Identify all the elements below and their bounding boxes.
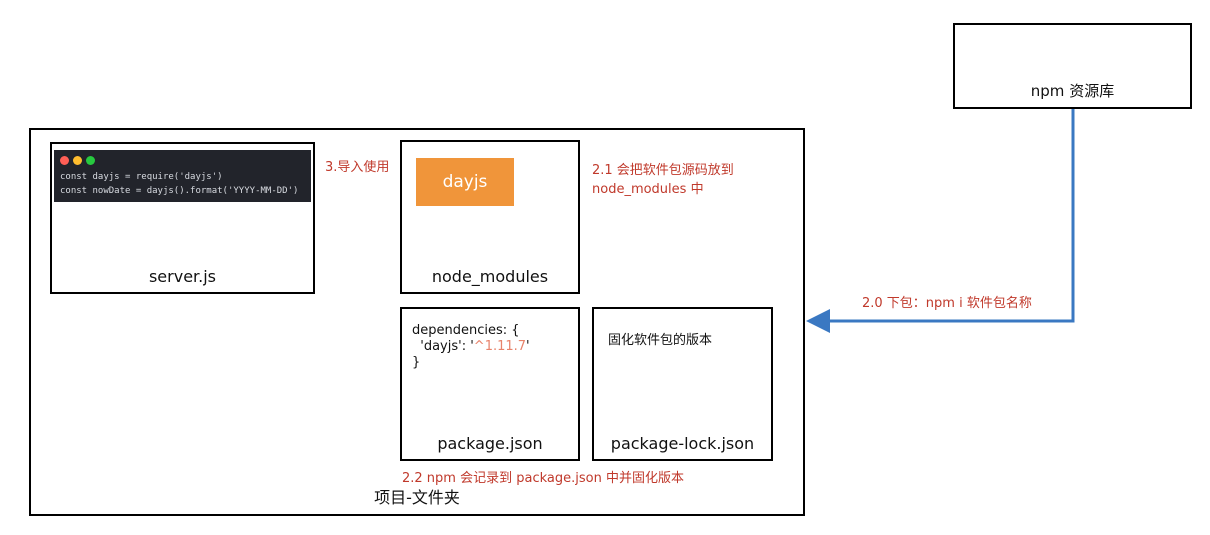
npm-registry-label: npm 资源库 — [1030, 82, 1115, 100]
minimize-dot-icon — [73, 156, 82, 165]
deps-close: } — [412, 355, 421, 370]
download-annotation: 2.0 下包：npm i 软件包名称 — [862, 296, 1032, 311]
import-annotation: 3.导入使用 — [325, 160, 390, 175]
project-folder-label: 项目-文件夹 — [374, 488, 460, 507]
code-line-require: const dayjs = require('dayjs') — [60, 172, 223, 182]
record-annotation: 2.2 npm 会记录到 package.json 中并固化版本 — [402, 471, 684, 486]
put-annotation-line1: 2.1 会把软件包源码放到 — [592, 163, 734, 178]
deps-version: ^1.11.7 — [473, 339, 527, 354]
server-js-file: const dayjs = require('dayjs') const now… — [50, 142, 315, 294]
package-json-label: package.json — [437, 434, 543, 453]
package-lock-label: package-lock.json — [610, 434, 755, 453]
server-js-label: server.js — [148, 267, 217, 286]
npm-registry: npm 资源库 — [953, 23, 1192, 109]
package-lock-file: 固化软件包的版本 package-lock.json — [592, 307, 773, 461]
node-modules-label: node_modules — [431, 267, 549, 286]
deps-open: dependencies: { — [412, 323, 520, 338]
package-json-file: dependencies: { 'dayjs': '^1.11.7' } pac… — [400, 307, 580, 461]
code-snippet: const dayjs = require('dayjs') const now… — [54, 150, 311, 202]
dependencies-text: dependencies: { 'dayjs': '^1.11.7' } — [412, 323, 530, 371]
dayjs-package: dayjs — [416, 158, 514, 206]
deps-close-quote: ' — [526, 339, 530, 354]
node-modules-folder: dayjs node_modules — [400, 140, 580, 294]
maximize-dot-icon — [86, 156, 95, 165]
close-dot-icon — [60, 156, 69, 165]
package-lock-desc: 固化软件包的版本 — [608, 333, 713, 348]
code-line-format: const nowDate = dayjs().format('YYYY-MM-… — [60, 186, 299, 196]
put-annotation-line2: node_modules 中 — [592, 182, 704, 197]
download-arrow — [806, 109, 1075, 333]
deps-key: 'dayjs': ' — [412, 339, 474, 354]
